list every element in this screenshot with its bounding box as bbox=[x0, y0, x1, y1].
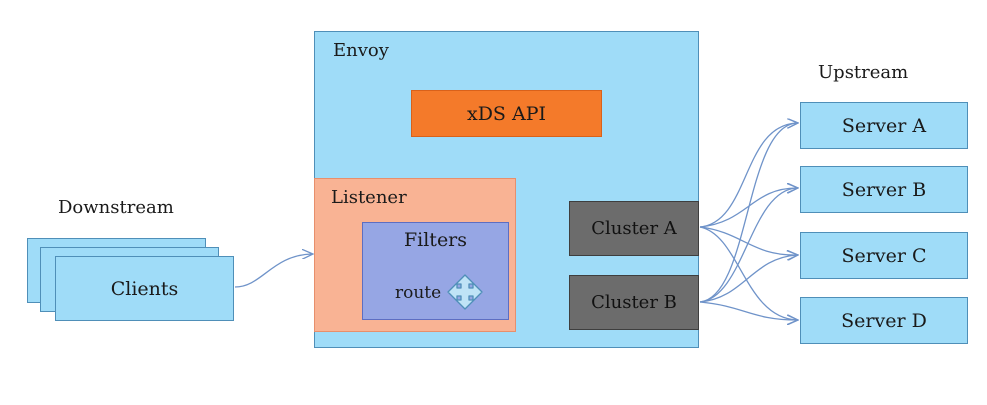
listener-label: Listener bbox=[331, 187, 407, 208]
envoy-label: Envoy bbox=[333, 40, 389, 61]
cluster-b-label: Cluster B bbox=[591, 292, 677, 313]
clients-label: Clients bbox=[110, 277, 179, 300]
server-b-label: Server B bbox=[841, 178, 927, 201]
clients-box: Clients bbox=[55, 256, 234, 321]
xds-api-box: xDS API bbox=[411, 90, 602, 137]
arrow-cluster-a-to-server-b bbox=[699, 188, 797, 228]
server-a-box: Server A bbox=[800, 102, 968, 149]
arrow-cluster-b-to-server-c bbox=[699, 255, 797, 303]
arrow-cluster-a-to-server-a bbox=[699, 123, 797, 228]
filters-label: Filters bbox=[403, 229, 468, 251]
cluster-a-label: Cluster A bbox=[591, 218, 677, 239]
arrow-clients-to-listener bbox=[234, 254, 312, 288]
arrow-cluster-b-to-server-a bbox=[699, 123, 797, 303]
arrow-cluster-a-to-server-c bbox=[699, 226, 797, 255]
arrow-cluster-b-to-server-d bbox=[699, 301, 797, 320]
server-d-box: Server D bbox=[800, 297, 968, 344]
arrow-cluster-b-to-server-b bbox=[699, 188, 797, 303]
move-arrows-icon bbox=[447, 274, 483, 310]
server-c-label: Server C bbox=[841, 244, 927, 267]
server-b-box: Server B bbox=[800, 166, 968, 213]
server-c-box: Server C bbox=[800, 232, 968, 279]
server-a-label: Server A bbox=[841, 114, 927, 137]
filters-box bbox=[362, 222, 509, 320]
arrow-cluster-a-to-server-d bbox=[699, 226, 797, 320]
upstream-label: Upstream bbox=[818, 62, 909, 83]
cluster-a-box: Cluster A bbox=[569, 201, 699, 256]
route-label: route bbox=[395, 283, 442, 303]
xds-api-label: xDS API bbox=[466, 102, 546, 125]
downstream-label: Downstream bbox=[58, 197, 174, 218]
cluster-b-box: Cluster B bbox=[569, 275, 699, 330]
server-d-label: Server D bbox=[841, 309, 927, 332]
